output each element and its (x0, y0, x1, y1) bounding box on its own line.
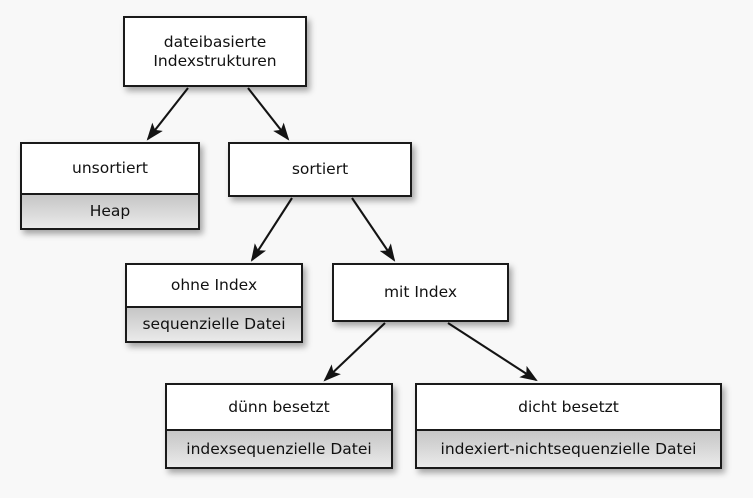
node-subtitle-duenn-besetzt: indexsequenzielle Datei (167, 431, 391, 467)
node-subtitle-unsortiert: Heap (22, 195, 198, 228)
edge-mit-index-to-dicht (447, 322, 538, 382)
edge-mit-index-to-duenn (323, 322, 386, 382)
node-subtitle-dicht-besetzt: indexiert-nichtsequenzielle Datei (417, 431, 720, 467)
edge-sortiert-to-mit-index (351, 197, 396, 262)
edge-sortiert-to-ohne-index (250, 197, 293, 262)
node-root[interactable]: dateibasierte Indexstrukturen (123, 16, 307, 87)
node-sortiert[interactable]: sortiert (228, 142, 412, 197)
node-title-ohne-index: ohne Index (127, 265, 301, 308)
node-mit-index[interactable]: mit Index (332, 263, 509, 322)
edge-root-to-sortiert (247, 87, 290, 141)
node-title-duenn-besetzt: dünn besetzt (167, 385, 391, 431)
node-title-root: dateibasierte Indexstrukturen (125, 18, 305, 85)
node-title-dicht-besetzt: dicht besetzt (417, 385, 720, 431)
node-subtitle-ohne-index: sequenzielle Datei (127, 308, 301, 341)
node-title-mit-index: mit Index (334, 265, 507, 320)
edge-root-to-unsortiert (146, 87, 189, 141)
node-title-sortiert: sortiert (230, 144, 410, 195)
node-title-unsortiert: unsortiert (22, 144, 198, 195)
